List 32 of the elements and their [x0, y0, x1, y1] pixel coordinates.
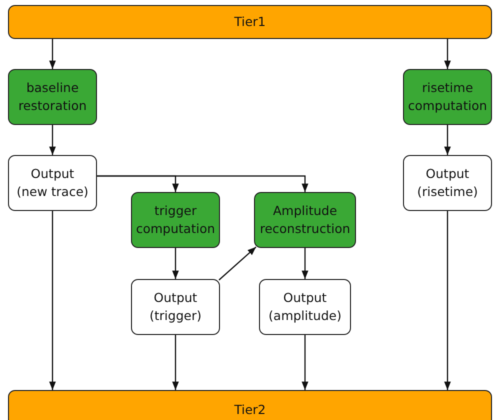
process-box	[403, 69, 492, 125]
tier-bar	[8, 390, 492, 420]
arrow	[302, 335, 308, 390]
arrow	[218, 246, 256, 280]
arrow	[172, 248, 179, 279]
node-label: Amplitude reconstruction	[258, 202, 352, 238]
arrow	[49, 125, 56, 155]
node-label: Tier1	[234, 13, 266, 31]
output-box	[403, 155, 492, 211]
process-box	[8, 69, 97, 125]
node-label: Output (trigger)	[148, 289, 202, 325]
output-box	[259, 279, 351, 335]
node-label: Output (risetime)	[416, 165, 479, 201]
node-label: Tier2	[234, 401, 266, 419]
arrow	[49, 211, 56, 390]
process-box	[131, 192, 220, 248]
arrow	[172, 335, 179, 390]
arrow	[444, 125, 451, 155]
node-label: Output (new trace)	[16, 165, 90, 201]
arrow	[302, 248, 308, 279]
output-box	[131, 279, 220, 335]
process-box	[254, 192, 356, 248]
node-label: risetime computation	[406, 79, 488, 115]
node-label: Output (amplitude)	[268, 289, 342, 325]
arrow	[444, 39, 451, 69]
output-box	[8, 155, 97, 211]
node-label: trigger computation	[134, 202, 216, 238]
tier-bar	[8, 5, 492, 39]
arrow	[49, 39, 56, 69]
arrow	[97, 175, 308, 192]
arrow	[444, 211, 451, 390]
node-label: baseline restoration	[17, 79, 88, 115]
